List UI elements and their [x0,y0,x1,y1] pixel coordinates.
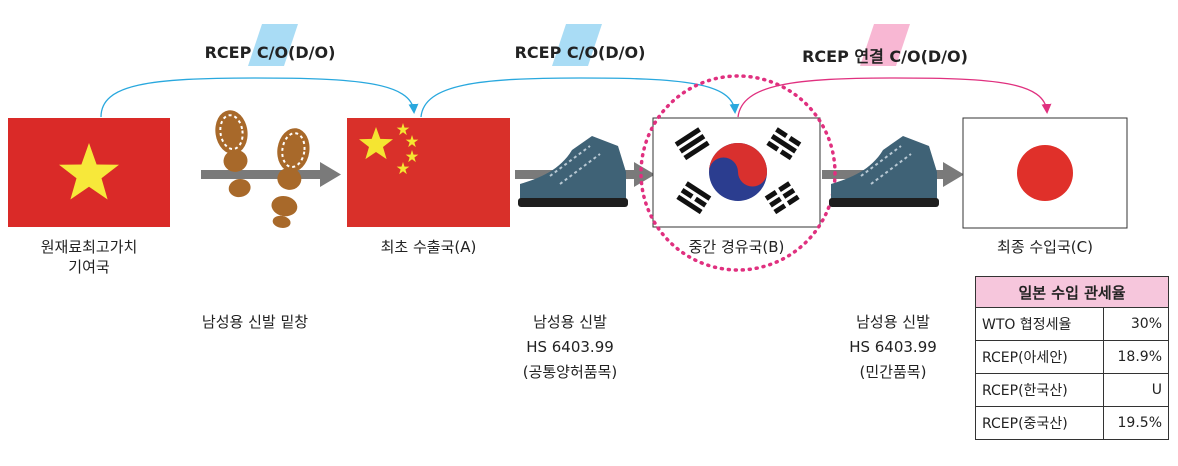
flow-arrow-1 [201,162,341,187]
china-flag [347,118,510,227]
tariff-label: RCEP(중국산) [975,406,1104,440]
table-row: RCEP(한국산) U [975,373,1169,407]
intermediate-label: 중간 경유국(B) [688,238,785,256]
table-row: WTO 협정세율 30% [975,307,1169,341]
tariff-label: RCEP(아세안) [975,340,1104,374]
vietnam-flag [8,118,170,227]
origin-label-line2: 기여국 [68,258,110,276]
tariff-value: U [1103,373,1169,407]
exporter-label: 최초 수출국(A) [380,238,477,256]
tariff-value: 19.5% [1103,406,1169,440]
tariff-table-header-row: 일본 수입 관세율 [975,276,1169,308]
origin-country-label: 원재료최고가치 기여국 [8,237,170,277]
japan-tariff-table: 일본 수입 관세율 WTO 협정세율 30% RCEP(아세안) 18.9% R… [975,276,1169,440]
product-2-text: 남성용 신발 HS 6403.99 (공통양허품목) [495,310,645,385]
product-2-name: 남성용 신발 [533,313,607,331]
shoe-sole-icon [215,110,310,228]
product-3-hs-code: HS 6403.99 [849,338,937,356]
product-3-text: 남성용 신발 HS 6403.99 (민간품목) [818,310,968,385]
japan-flag [962,117,1128,229]
route3-arc [737,77,1052,118]
importer-label: 최종 수입국(C) [997,238,1093,256]
origin-label-line1: 원재료최고가치 [40,238,138,256]
boot-icon [518,136,628,207]
product-1-text: 남성용 신발 밑창 [180,310,330,335]
product-1-name: 남성용 신발 밑창 [201,313,309,331]
tariff-value: 30% [1103,307,1169,341]
route1-arc [100,77,419,118]
intermediate-highlight-circle [639,74,837,272]
product-2-category: (공통양허품목) [522,363,618,381]
boot-icon [829,136,939,207]
tariff-label: WTO 협정세율 [975,307,1104,341]
route2-label: RCEP C/O(D/O) [514,43,646,62]
route1-highlight [248,24,298,66]
tariff-table-title: 일본 수입 관세율 [975,276,1169,308]
tariff-value: 18.9% [1103,340,1169,374]
table-row: RCEP(중국산) 19.5% [975,406,1169,440]
korea-flag [652,117,821,228]
product-3-name: 남성용 신발 [856,313,930,331]
tariff-label: RCEP(한국산) [975,373,1104,407]
product-2-hs-code: HS 6403.99 [526,338,614,356]
table-row: RCEP(아세안) 18.9% [975,340,1169,374]
route2-highlight [552,24,602,66]
route2-arc [420,77,740,118]
route3-highlight [860,24,910,66]
route1-label: RCEP C/O(D/O) [204,43,336,62]
product-3-category: (민간품목) [859,363,927,381]
route3-label: RCEP 연결 C/O(D/O) [802,47,968,66]
